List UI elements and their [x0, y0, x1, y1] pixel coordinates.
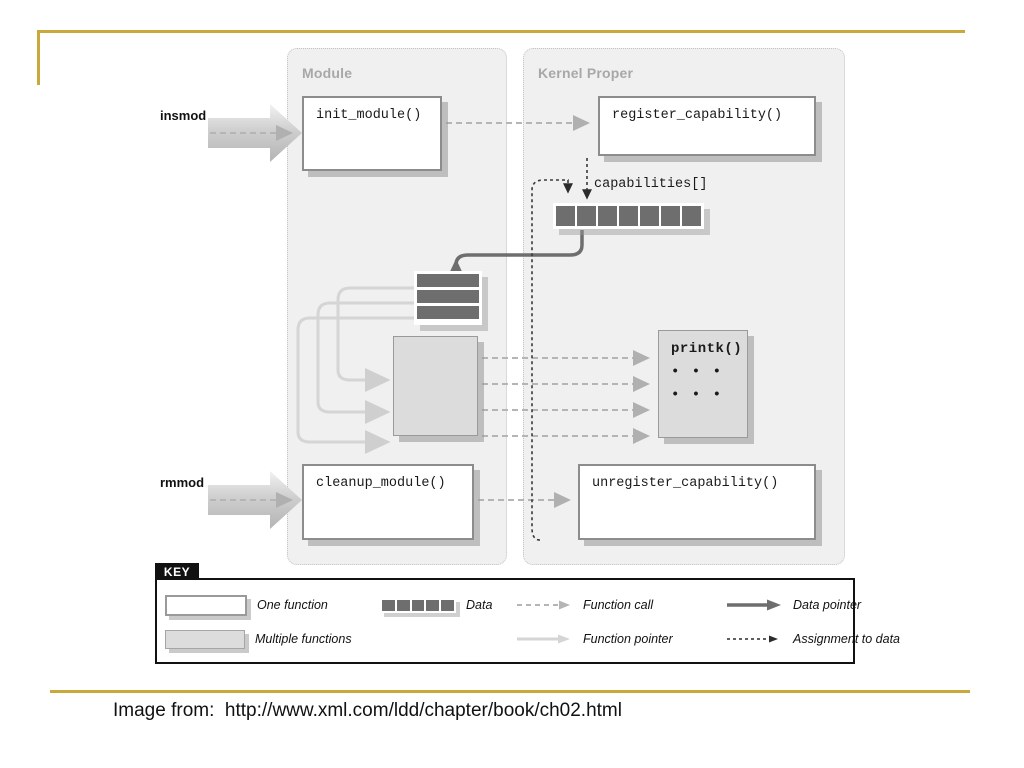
capabilities-cell: [577, 206, 596, 226]
box-unregister-capability-label: unregister_capability(): [592, 476, 779, 491]
key-legend: One function Data Function call: [155, 578, 900, 664]
data-stack-row: [417, 306, 479, 319]
panel-kernel-title: Kernel Proper: [538, 65, 634, 81]
capabilities-cell: [598, 206, 617, 226]
legend-item-one-function: One function: [165, 594, 380, 616]
legend-item-data-pointer: Data pointer: [725, 598, 900, 612]
multiple-functions-swatch: [165, 629, 245, 649]
function-pointer-swatch: [517, 634, 570, 644]
left-gold-rule: [37, 30, 40, 85]
box-multiple-functions[interactable]: [393, 336, 478, 436]
box-cleanup-module-label: cleanup_module(): [316, 476, 446, 491]
legend-item-function-call: Function call: [515, 598, 725, 612]
key-tab: KEY: [155, 563, 199, 582]
fptr-curve-3: [296, 316, 414, 454]
data-stack-row: [417, 274, 479, 287]
function-call-swatch: [517, 600, 570, 610]
box-init-module-label: init_module(): [316, 108, 422, 123]
legend-label-one-function: One function: [257, 598, 328, 612]
connector-layer: [208, 104, 650, 541]
capabilities-cell: [640, 206, 659, 226]
legend-label-data-pointer: Data pointer: [793, 598, 862, 612]
legend-item-assignment-to-data: Assignment to data: [725, 632, 900, 646]
capabilities-array-label: capabilities[]: [594, 177, 708, 192]
assign-unregister-to-capabilities: [531, 179, 573, 541]
box-printk-label: printk(): [671, 341, 743, 357]
capabilities-cell: [619, 206, 638, 226]
label-rmmod: rmmod: [160, 475, 205, 490]
box-unregister-capability[interactable]: unregister_capability(): [578, 464, 816, 540]
data-pointer-capabilities-to-stack: [443, 230, 584, 285]
fptr-curve-2: [316, 301, 414, 424]
legend-item-multiple-functions: Multiple functions: [165, 629, 380, 649]
box-register-capability-label: register_capability(): [612, 108, 783, 123]
capabilities-cell: [682, 206, 701, 226]
kernel-module-diagram: Module Kernel Proper: [150, 40, 855, 670]
assignment-swatch: [727, 635, 778, 643]
capabilities-cell: [661, 206, 680, 226]
legend-label-function-call: Function call: [583, 598, 654, 612]
top-gold-rule: [37, 30, 965, 33]
data-stack-row: [417, 290, 479, 303]
legend-label-assignment-to-data: Assignment to data: [793, 632, 901, 646]
legend-item-data: Data: [380, 597, 515, 613]
capabilities-cell: [556, 206, 575, 226]
box-printk-ellipsis-1: • • •: [671, 364, 724, 380]
data-pointer-swatch: [727, 599, 781, 611]
capabilities-array: [553, 203, 704, 229]
data-swatch: [380, 597, 456, 613]
panel-module-title: Module: [302, 65, 353, 81]
box-init-module[interactable]: init_module(): [302, 96, 442, 171]
legend-label-function-pointer: Function pointer: [583, 632, 673, 646]
box-printk[interactable]: printk() • • • • • •: [658, 330, 748, 438]
one-function-swatch: [165, 594, 247, 616]
box-cleanup-module[interactable]: cleanup_module(): [302, 464, 474, 540]
source-caption: Image from: http://www.xml.com/ldd/chapt…: [113, 700, 622, 721]
data-struct-stack: [414, 271, 482, 325]
box-register-capability[interactable]: register_capability(): [598, 96, 816, 156]
fptr-curve-1: [336, 286, 414, 392]
legend-label-data: Data: [466, 598, 493, 612]
box-printk-ellipsis-2: • • •: [671, 387, 724, 403]
legend-item-function-pointer: Function pointer: [515, 632, 725, 646]
bottom-gold-rule: [50, 690, 970, 693]
label-insmod: insmod: [160, 108, 207, 123]
legend-label-multiple-functions: Multiple functions: [255, 632, 352, 646]
